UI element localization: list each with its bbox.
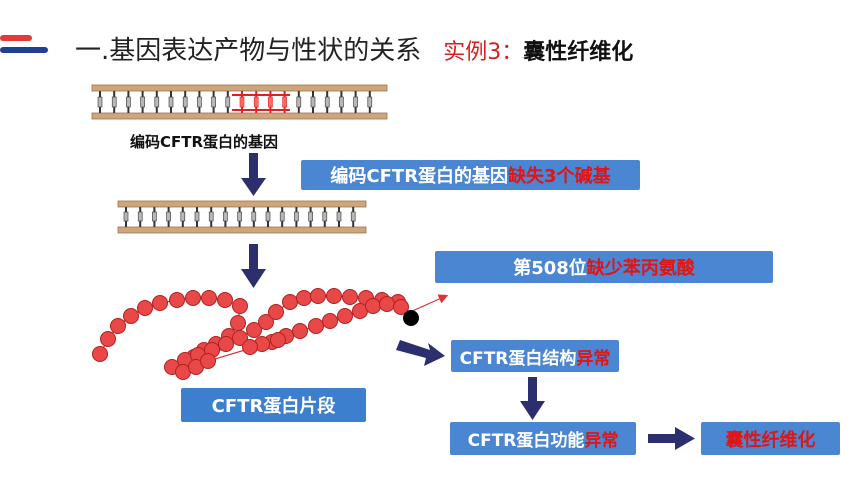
result-box: 囊性纤维化 xyxy=(701,422,840,455)
amino-acid-bead xyxy=(337,308,353,324)
position-box-text: 第508位 xyxy=(513,258,587,279)
amino-acid-bead xyxy=(268,304,284,320)
amino-acid-bead xyxy=(270,332,286,348)
amino-acid-bead xyxy=(100,331,116,347)
title-main: 一.基因表达产物与性状的关系 xyxy=(75,36,422,66)
amino-acid-bead xyxy=(169,292,185,308)
amino-acid-bead xyxy=(393,299,409,315)
function-box-highlight: 异常 xyxy=(584,431,619,451)
fragment-box-text: CFTR蛋白片段 xyxy=(211,396,336,417)
result-box-text: 囊性纤维化 xyxy=(725,429,816,451)
title-topic: 囊性纤维化 xyxy=(523,40,634,65)
amino-acid-bead xyxy=(123,308,139,324)
amino-acid-bead xyxy=(230,315,246,331)
dna-mutated xyxy=(117,200,367,234)
amino-acid-bead xyxy=(92,346,108,362)
deletion-box-highlight: 缺失3个碱基 xyxy=(508,166,611,187)
amino-acid-bead xyxy=(342,289,358,305)
missing-residue-arrow xyxy=(409,294,449,313)
amino-acid-bead xyxy=(282,294,298,310)
deletion-box-text: 编码CFTR蛋白的基因 xyxy=(330,166,509,187)
amino-acid-bead xyxy=(326,288,342,304)
function-box: CFTR蛋白功能异常 xyxy=(450,422,636,455)
amino-acid-bead xyxy=(137,300,153,316)
function-box-text: CFTR蛋白功能 xyxy=(467,431,585,451)
structure-box: CFTR蛋白结构异常 xyxy=(451,340,619,372)
logo-stripes-icon xyxy=(0,35,48,53)
amino-acid-bead xyxy=(200,353,216,369)
dna-normal xyxy=(91,84,388,120)
amino-acid-bead xyxy=(322,313,338,329)
amino-acid-bead xyxy=(365,298,381,314)
page-title: 一.基因表达产物与性状的关系实例3：囊性纤维化 xyxy=(75,30,633,67)
amino-acid-bead xyxy=(217,292,233,308)
amino-acid-bead xyxy=(232,330,248,346)
amino-acid-bead xyxy=(310,288,326,304)
position-box-highlight: 缺少苯丙氨酸 xyxy=(586,258,695,279)
deletion-box: 编码CFTR蛋白的基因缺失3个碱基 xyxy=(301,160,640,190)
amino-acid-bead xyxy=(246,322,262,338)
amino-acid-bead xyxy=(296,290,312,306)
amino-acid-bead xyxy=(201,290,217,306)
structure-box-highlight: 异常 xyxy=(576,348,611,369)
down-arrow-3 xyxy=(520,377,545,420)
right-arrow-to-structure xyxy=(396,340,445,366)
amino-acid-bead xyxy=(379,296,395,312)
title-example: 实例3： xyxy=(443,40,524,65)
amino-acid-bead xyxy=(292,323,308,339)
deleted-residue-marker xyxy=(403,310,419,326)
amino-acid-bead xyxy=(258,314,274,330)
amino-acid-bead xyxy=(242,339,258,355)
down-arrow-1 xyxy=(241,153,266,196)
amino-acid-bead xyxy=(185,290,201,306)
structure-box-text: CFTR蛋白结构 xyxy=(459,348,577,369)
amino-acid-bead xyxy=(232,298,248,314)
position-box: 第508位缺少苯丙氨酸 xyxy=(435,251,773,283)
fragment-box: CFTR蛋白片段 xyxy=(181,388,366,422)
amino-acid-bead xyxy=(308,318,324,334)
down-arrow-2 xyxy=(241,244,266,288)
right-arrow-to-disease xyxy=(648,427,695,450)
gene-label: 编码CFTR蛋白的基因 xyxy=(130,133,279,151)
amino-acid-bead xyxy=(218,336,234,352)
amino-acid-bead xyxy=(152,295,168,311)
protein-chain xyxy=(92,288,409,380)
amino-acid-bead xyxy=(110,318,126,334)
